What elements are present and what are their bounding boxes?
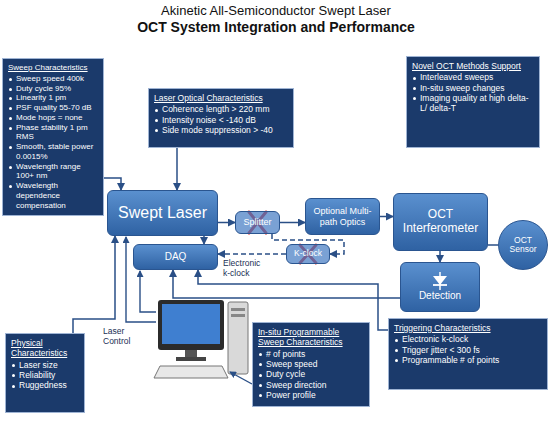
sensor-circle: OCT Sensor xyxy=(498,220,548,270)
callout-heading: Novel OCT Methods Support xyxy=(412,61,534,71)
box-label: Swept Laser xyxy=(118,204,207,222)
callout-heading: Laser Optical Characteristics xyxy=(154,93,288,103)
bullet-item: Laser size xyxy=(11,360,79,370)
process-box: K-clock xyxy=(286,244,330,264)
process-box: Swept Laser xyxy=(107,190,218,236)
connector xyxy=(439,251,441,262)
bullet-item: Programmable # of points xyxy=(394,355,542,365)
callout-box: Laser Optical CharacteristicsCoherence l… xyxy=(148,88,294,148)
drive-bay xyxy=(231,308,245,311)
connector xyxy=(218,222,235,224)
box-label: Optional Multi-path Optics xyxy=(309,206,376,227)
signal-label: Laser Control xyxy=(103,327,149,347)
dashed-connector xyxy=(218,253,286,255)
monitor xyxy=(158,300,224,350)
bullet-item: # of points xyxy=(258,349,364,359)
callout-heading: Sweep Characteristics xyxy=(8,63,98,73)
process-box: Optional Multi-path Optics xyxy=(305,198,380,235)
bullet-item: Duty cycle 95% xyxy=(8,84,98,94)
callout-box: Physical CharacteristicsLaser sizeReliab… xyxy=(5,333,85,413)
connector xyxy=(73,236,115,333)
bullet-item: Duty cycle xyxy=(258,369,364,379)
connector xyxy=(176,148,178,190)
bullet-item: Ruggedness xyxy=(11,380,79,390)
box-label: OCT Interferometer xyxy=(397,208,484,236)
monitor-base xyxy=(176,357,206,361)
bullet-item: Wavelength dependence compensation xyxy=(8,181,98,210)
box-label: DAQ xyxy=(165,251,187,263)
bullet-item: Smooth, stable power 0.0015% xyxy=(8,142,98,162)
callout-box: Novel OCT Methods SupportInterleaved swe… xyxy=(406,56,540,148)
bullet-item: Wavelength range 100+ nm xyxy=(8,162,98,182)
bullet-item: PSF quality 55-70 dB xyxy=(8,103,98,113)
bullet-item: Linearity 1 pm xyxy=(8,93,98,103)
callout-box: In-situ Programmable Sweep Characteristi… xyxy=(252,322,370,407)
bullet-item: Mode hops = none xyxy=(8,113,98,123)
computer-illustration xyxy=(154,300,248,378)
callout-heading: Triggering Characteristics xyxy=(394,323,542,333)
bullet-item: Sweep speed xyxy=(258,359,364,369)
callout-heading: Physical Characteristics xyxy=(11,338,79,359)
bullet-item: Intensity noise < -140 dB xyxy=(154,115,288,125)
box-label: K-clock xyxy=(294,249,322,259)
drive-bay xyxy=(231,314,245,317)
monitor-screen xyxy=(162,304,220,344)
process-box: OCT Interferometer xyxy=(393,193,488,251)
process-box: DAQ xyxy=(133,244,218,270)
bullet-item: In-situ sweep changes xyxy=(412,83,534,93)
bullet-item: Interleaved sweeps xyxy=(412,72,534,82)
connector xyxy=(104,178,121,190)
diode-triangle xyxy=(433,276,447,285)
keyboard xyxy=(154,366,228,378)
connector xyxy=(380,216,393,218)
bullet-item: Imaging quality at high delta-L/ delta-T xyxy=(412,93,534,114)
box-label: Detection xyxy=(419,290,461,302)
box-label: Splitter xyxy=(243,217,271,227)
connector xyxy=(488,244,498,246)
bullet-item: Power profile xyxy=(258,390,364,400)
callout-pointer xyxy=(230,372,252,384)
subtitle: OCT System Integration and Performance xyxy=(0,19,552,35)
diode-bar xyxy=(433,284,447,286)
callout-box: Sweep CharacteristicsSweep speed 400kDut… xyxy=(2,58,104,216)
bullet-item: Reliability xyxy=(11,370,79,380)
bullet-item: Side mode suppression > -40 xyxy=(154,125,288,135)
diagram-title: Akinetic All-Semiconductor Swept Laser xyxy=(0,3,552,18)
bullet-item: Electronic k-clock xyxy=(394,334,542,344)
connector xyxy=(280,222,305,224)
bullet-item: Coherence length > 220 mm xyxy=(154,104,288,114)
signal-label: Electronic k-clock xyxy=(223,259,267,279)
photodiode-symbol xyxy=(429,272,451,290)
connector xyxy=(198,270,388,330)
bullet-item: Phase stability 1 pm RMS xyxy=(8,123,98,143)
box-label: OCT Sensor xyxy=(503,236,543,255)
process-box: Detection xyxy=(400,262,480,312)
tower xyxy=(228,302,248,374)
connector xyxy=(203,236,205,244)
bullet-item: Sweep direction xyxy=(258,380,364,390)
bullet-item: Trigger jitter < 300 fs xyxy=(394,345,542,355)
process-box: Splitter xyxy=(235,211,280,234)
monitor-stand xyxy=(185,350,197,358)
control-wire xyxy=(140,271,156,312)
callout-box: Triggering CharacteristicsElectronic k-c… xyxy=(388,318,548,390)
callout-heading: In-situ Programmable Sweep Characteristi… xyxy=(258,327,364,348)
bullet-item: Sweep speed 400k xyxy=(8,74,98,84)
